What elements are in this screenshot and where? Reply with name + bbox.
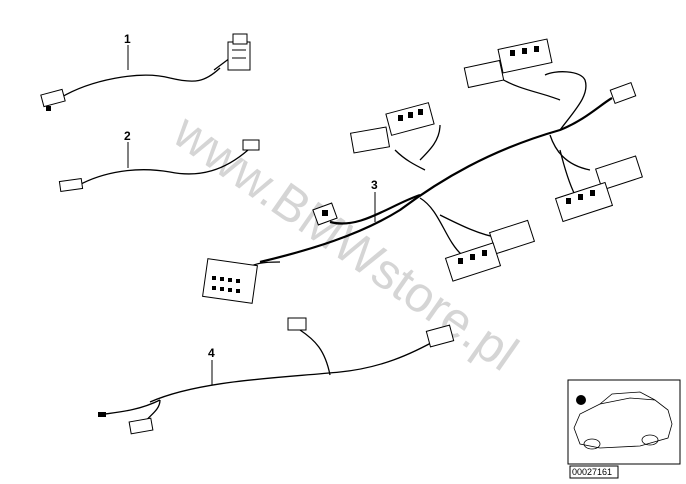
callout-3: 3 — [371, 178, 378, 192]
harness-part-2: 2 — [58, 129, 260, 193]
part-3-top-connectors — [463, 38, 553, 89]
harness-part-1: 1 — [40, 32, 251, 111]
filled-dot-icon — [576, 395, 586, 405]
harness-part-3: 3 — [202, 38, 644, 304]
vehicle-inset: 00027161 — [567, 379, 681, 479]
part-1-connector-block — [227, 33, 251, 71]
car-silhouette-icon — [573, 391, 673, 450]
part-3-right-connectors — [554, 155, 644, 223]
part-3-multipin-plug — [202, 258, 258, 304]
watermark: www.BMWstore.pl — [163, 103, 528, 382]
part-3-lower-right-connectors — [444, 219, 536, 282]
diagram-code: 00027161 — [572, 467, 612, 477]
part-3-upper-left-connectors — [349, 102, 435, 154]
callout-4: 4 — [208, 346, 215, 360]
harness-part-4: 4 — [98, 317, 455, 435]
callout-2: 2 — [124, 129, 131, 143]
callout-1: 1 — [124, 32, 131, 46]
